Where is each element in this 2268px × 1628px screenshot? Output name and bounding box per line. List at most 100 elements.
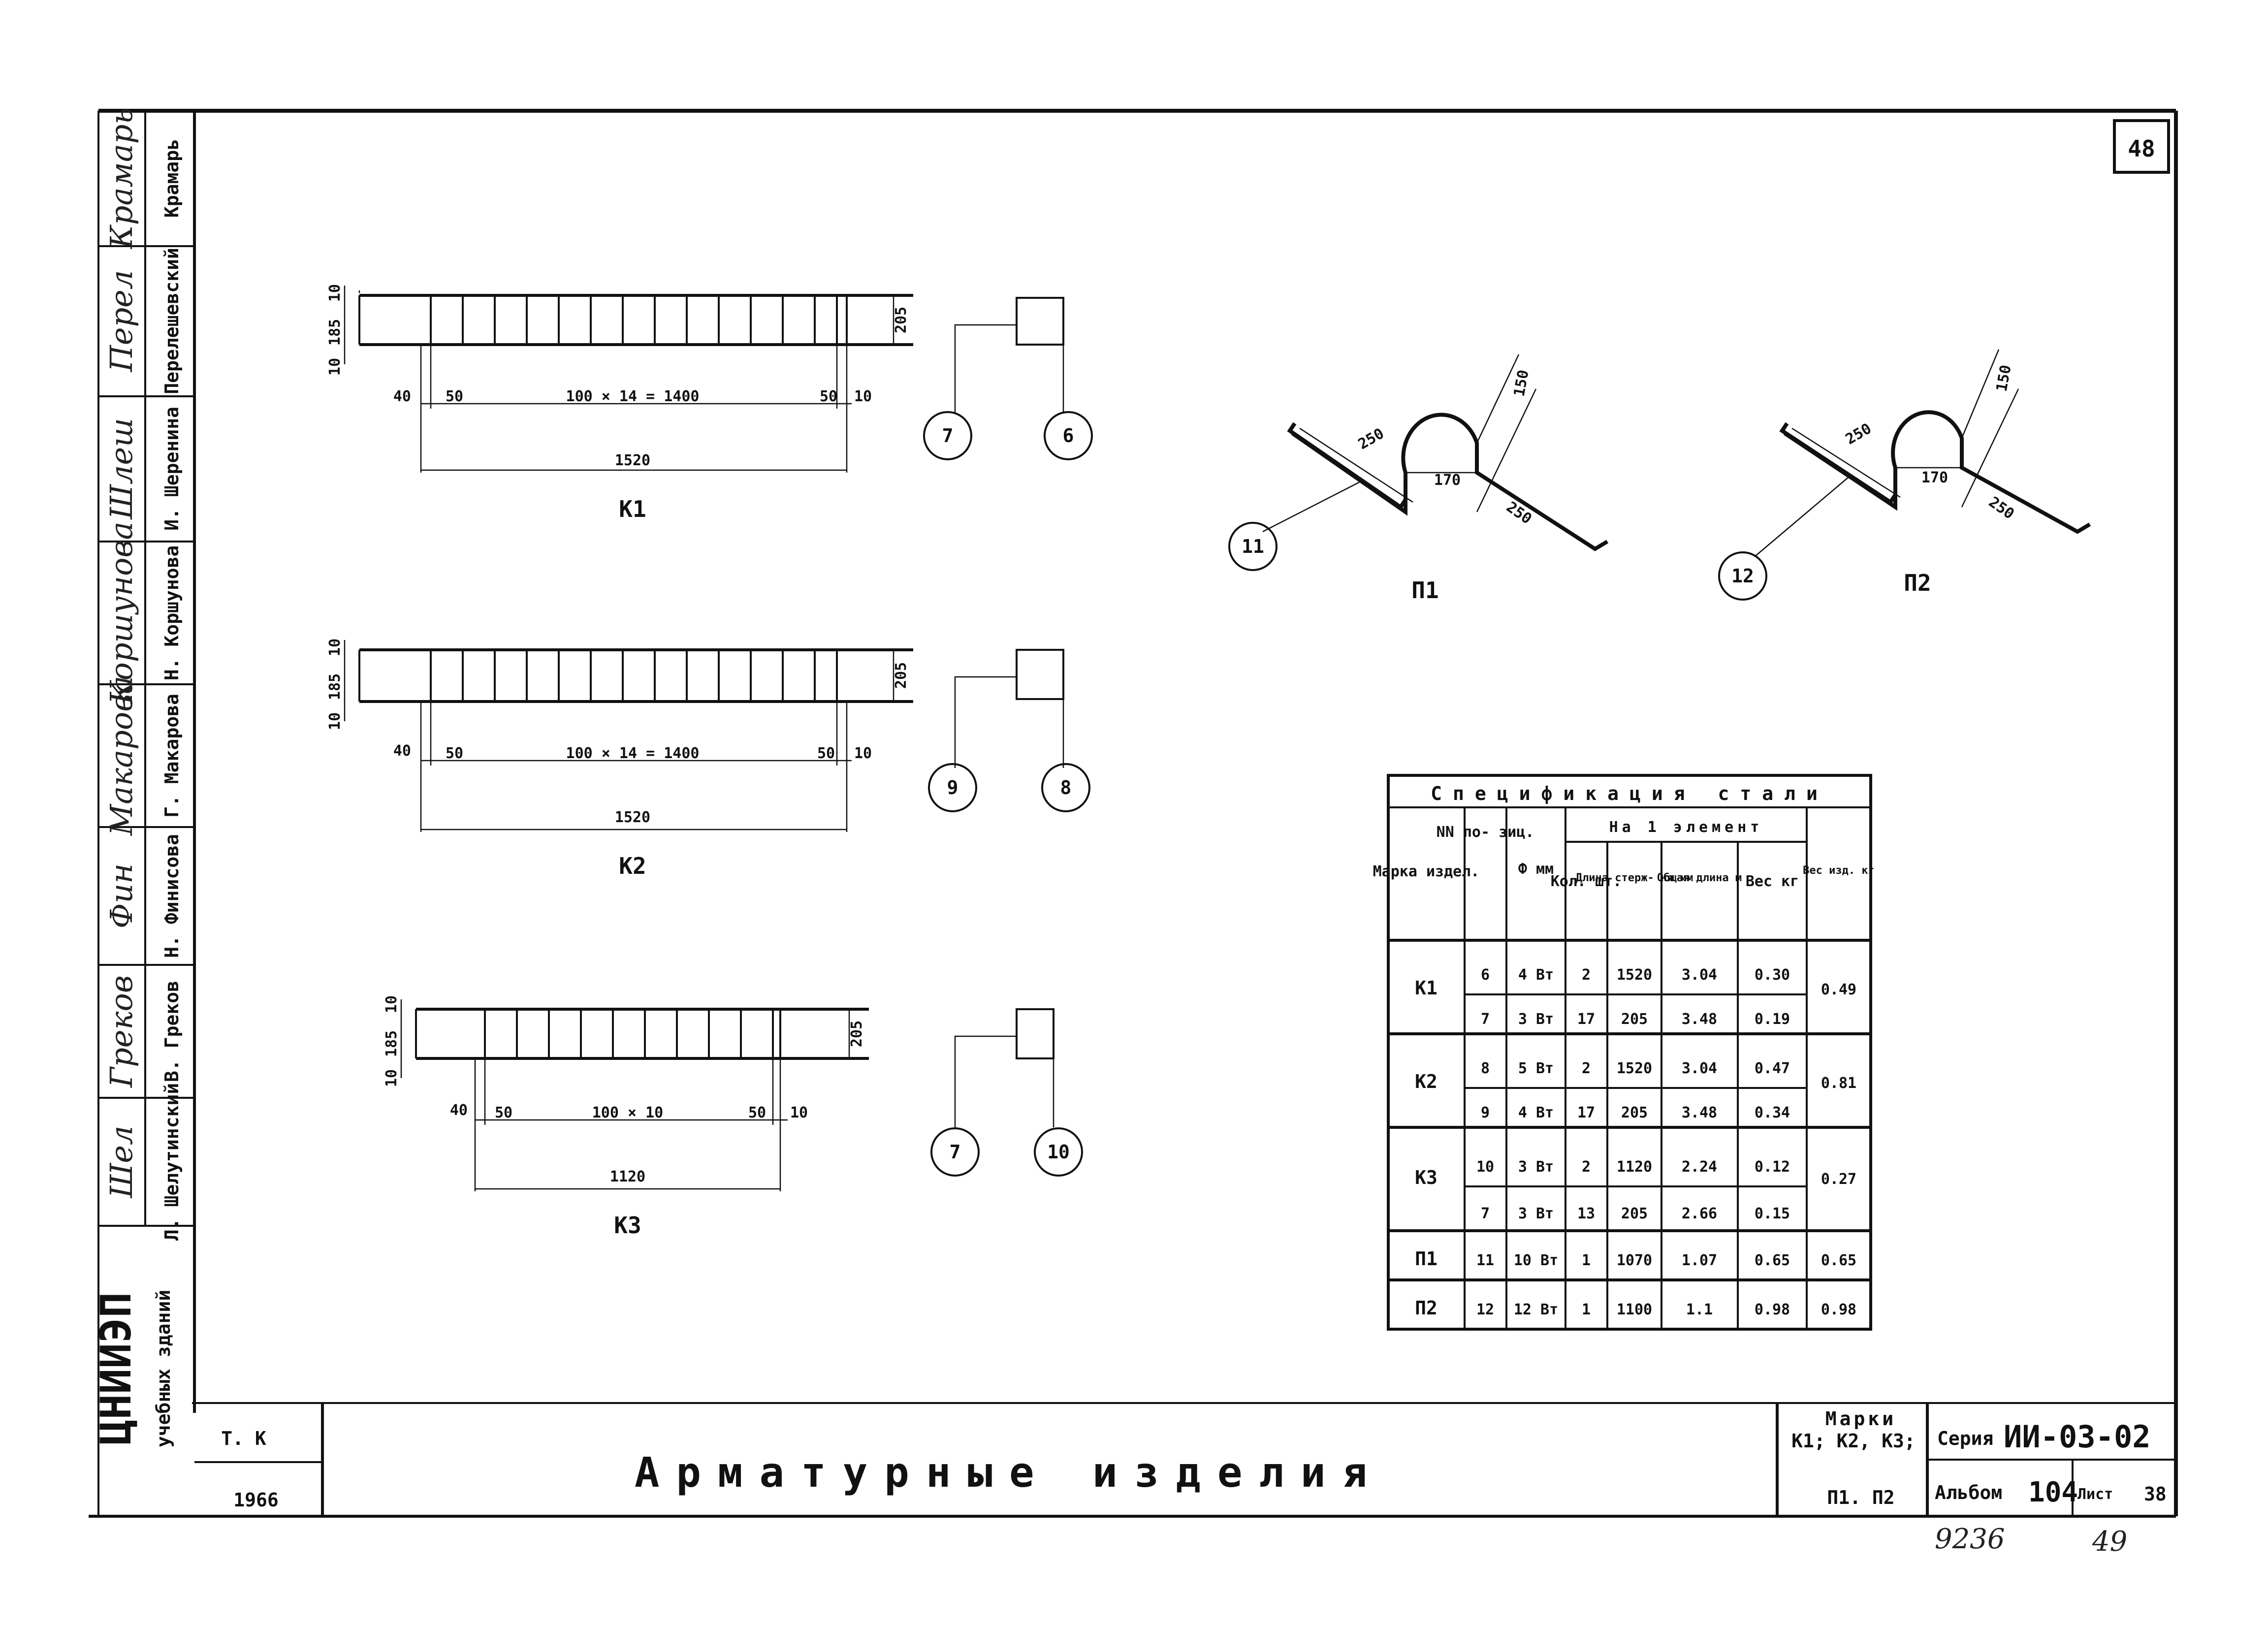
svg-text:100 × 14 = 1400: 100 × 14 = 1400 [566, 745, 700, 762]
svg-text:1.07: 1.07 [1682, 1252, 1717, 1269]
svg-text:7: 7 [1481, 1011, 1490, 1028]
frame-k3-pos-long: 7 [950, 1141, 961, 1163]
svg-text:2.24: 2.24 [1682, 1158, 1717, 1176]
svg-text:50: 50 [446, 745, 463, 762]
svg-text:4 Вт: 4 Вт [1518, 1104, 1554, 1121]
svg-text:1100: 1100 [1617, 1301, 1652, 1318]
svg-text:40: 40 [450, 1102, 468, 1119]
frame-k3-pos-cross: 10 [1047, 1141, 1070, 1163]
marks-label: Марки [1825, 1408, 1896, 1430]
svg-text:0.12: 0.12 [1755, 1158, 1790, 1176]
handwritten-page: 49 [2092, 1526, 2127, 1558]
album-value: 104 [2028, 1476, 2078, 1508]
svg-text:1520: 1520 [1617, 1060, 1652, 1077]
svg-text:Кол. шт.: Кол. шт. [1551, 873, 1622, 890]
loop-p2-label: П2 [1904, 570, 1931, 596]
svg-text:10: 10 [854, 388, 872, 405]
svg-text:10: 10 [790, 1104, 808, 1121]
svg-text:8: 8 [1481, 1060, 1490, 1077]
svg-text:250: 250 [1355, 425, 1387, 453]
svg-text:3 Вт: 3 Вт [1518, 1158, 1554, 1176]
svg-text:10: 10 [326, 638, 344, 656]
spec-row-p2: П2 12 12 Вт 1 1100 1.1 0.98 0.98 [1415, 1297, 1856, 1319]
svg-text:Вес кг: Вес кг [1746, 873, 1799, 890]
svg-text:На 1 элемент: На 1 элемент [1609, 819, 1763, 836]
signature-8: Шел [103, 1126, 139, 1199]
svg-text:10: 10 [383, 995, 400, 1013]
inventory-number: 9236 [1935, 1523, 2005, 1555]
svg-text:205: 205 [893, 307, 910, 333]
svg-text:9: 9 [1481, 1104, 1490, 1121]
svg-text:10 Вт: 10 Вт [1514, 1252, 1558, 1269]
marks-line2: П1. П2 [1827, 1487, 1894, 1508]
svg-text:185: 185 [383, 1030, 400, 1057]
signature-5: Макарова [103, 676, 139, 836]
svg-text:0.49: 0.49 [1821, 981, 1856, 998]
signature-3: Шлеш [103, 418, 139, 520]
stamp-name-4: Н. Коршунова [161, 545, 183, 681]
org-name: ЦНИИЭП [92, 1292, 141, 1445]
svg-text:К3: К3 [1415, 1167, 1437, 1188]
svg-text:3.04: 3.04 [1682, 1060, 1717, 1077]
svg-text:50: 50 [817, 745, 835, 762]
stamp-name-5: Г. Макарова [161, 694, 183, 818]
svg-text:250: 250 [1843, 420, 1874, 448]
title-block-code: Т. К [221, 1428, 266, 1449]
svg-text:17: 17 [1577, 1104, 1595, 1121]
frame-k1-pos-cross: 6 [1063, 425, 1074, 447]
svg-text:12: 12 [1476, 1301, 1494, 1318]
signature-4: Коршунова [103, 522, 139, 705]
svg-text:205: 205 [893, 662, 910, 689]
svg-text:0.30: 0.30 [1755, 966, 1790, 984]
svg-text:100 × 14 = 1400: 100 × 14 = 1400 [566, 388, 700, 405]
svg-text:10: 10 [854, 745, 872, 762]
svg-text:50: 50 [495, 1104, 512, 1121]
svg-text:10: 10 [326, 358, 344, 376]
loop-p1-label: П1 [1411, 577, 1438, 604]
svg-text:150: 150 [1511, 369, 1533, 398]
svg-text:100 × 10: 100 × 10 [592, 1104, 664, 1121]
svg-text:185: 185 [326, 673, 344, 700]
svg-text:2: 2 [1582, 1060, 1591, 1077]
stamp-name-8: Л. Шелутинский [161, 1083, 183, 1241]
series-label: Серия [1937, 1428, 1993, 1449]
svg-text:К1: К1 [1415, 977, 1437, 999]
svg-text:205: 205 [1621, 1011, 1648, 1028]
spec-title: Спецификация стали [1431, 783, 1828, 804]
series-value: ИИ-03-02 [2004, 1419, 2151, 1455]
frame-k3: 185 10 10 205 40 50 100 × 10 50 10 1120 … [383, 995, 1083, 1239]
svg-text:1.1: 1.1 [1686, 1301, 1713, 1318]
frame-k1-pos-long: 7 [942, 425, 954, 447]
signature-6: Фин [103, 863, 139, 928]
svg-text:170: 170 [1434, 472, 1461, 489]
svg-text:3.04: 3.04 [1682, 966, 1717, 984]
svg-text:0.34: 0.34 [1755, 1104, 1790, 1121]
frame-k2-cross-bars [430, 650, 838, 702]
svg-text:17: 17 [1577, 1011, 1595, 1028]
svg-text:0.47: 0.47 [1755, 1060, 1790, 1077]
frame-k3-cross-bars [484, 1009, 781, 1058]
svg-text:13: 13 [1577, 1205, 1595, 1222]
svg-text:40: 40 [393, 742, 411, 760]
svg-text:1070: 1070 [1617, 1252, 1652, 1269]
svg-text:205: 205 [1621, 1104, 1648, 1121]
spec-row-k3: К3 0.27 10 3 Вт 2 1120 2.24 0.12 7 3 Вт … [1415, 1158, 1856, 1222]
svg-text:NN по- зиц.: NN по- зиц. [1437, 824, 1534, 841]
svg-text:1: 1 [1582, 1301, 1591, 1318]
svg-text:0.15: 0.15 [1755, 1205, 1790, 1222]
svg-text:50: 50 [820, 388, 837, 405]
svg-text:1520: 1520 [1617, 966, 1652, 984]
svg-text:1: 1 [1582, 1252, 1591, 1269]
signature-2: Перел [103, 270, 139, 373]
loop-p1-pos: 11 [1242, 536, 1264, 557]
svg-text:2: 2 [1582, 1158, 1591, 1176]
svg-text:6: 6 [1481, 966, 1490, 984]
svg-text:185: 185 [326, 319, 344, 346]
spec-row-k2: К2 0.81 8 5 Вт 2 1520 3.04 0.47 9 4 Вт 1… [1415, 1060, 1856, 1121]
frame-k2: 185 10 10 205 40 50 100 × 14 = 1400 50 1… [326, 638, 1090, 879]
svg-text:3 Вт: 3 Вт [1518, 1205, 1554, 1222]
title-block-year: 1966 [233, 1489, 279, 1511]
svg-text:10: 10 [383, 1069, 400, 1087]
drawing-title: Арматурные изделия [635, 1448, 1384, 1497]
svg-text:4 Вт: 4 Вт [1518, 966, 1554, 984]
